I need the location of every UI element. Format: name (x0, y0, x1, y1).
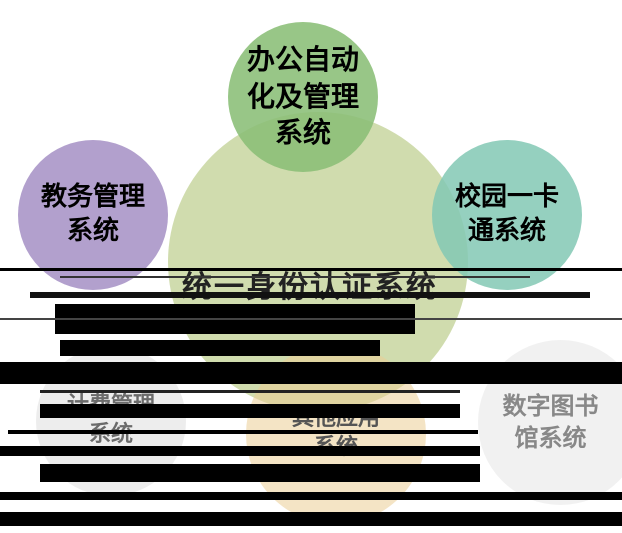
center-label: 统一身份认证系统 (182, 270, 438, 305)
node-label-line: 馆系统 (514, 423, 587, 452)
glitch-band (60, 340, 380, 356)
glitch-band (60, 276, 530, 278)
node-label-line: 系统 (274, 116, 331, 150)
node-office-automation: 办公自动 化及管理 系统 (228, 22, 378, 172)
node-teaching-management: 教务管理 系统 (18, 140, 168, 290)
glitch-band (40, 464, 480, 482)
glitch-band (40, 390, 460, 393)
glitch-band (40, 404, 460, 418)
glitch-band (0, 446, 480, 456)
glitch-band (0, 512, 622, 526)
glitch-band (8, 430, 478, 434)
node-label-line: 校园一卡 (454, 182, 559, 213)
node-label-line: 通系统 (467, 216, 546, 246)
glitch-band (0, 362, 622, 384)
node-label-line: 教务管理 (40, 182, 145, 213)
node-label-line: 系统 (66, 216, 119, 246)
node-label-line: 数字图书 (502, 392, 599, 421)
glitch-band (0, 268, 622, 271)
node-campus-card: 校园一卡 通系统 (432, 140, 582, 290)
node-label-line: 化及管理 (246, 79, 359, 113)
glitch-band (0, 318, 622, 320)
node-label-line: 系统 (88, 422, 133, 447)
glitch-band (0, 492, 622, 500)
node-label-line: 办公自动 (246, 43, 359, 77)
glitch-band (30, 292, 590, 298)
